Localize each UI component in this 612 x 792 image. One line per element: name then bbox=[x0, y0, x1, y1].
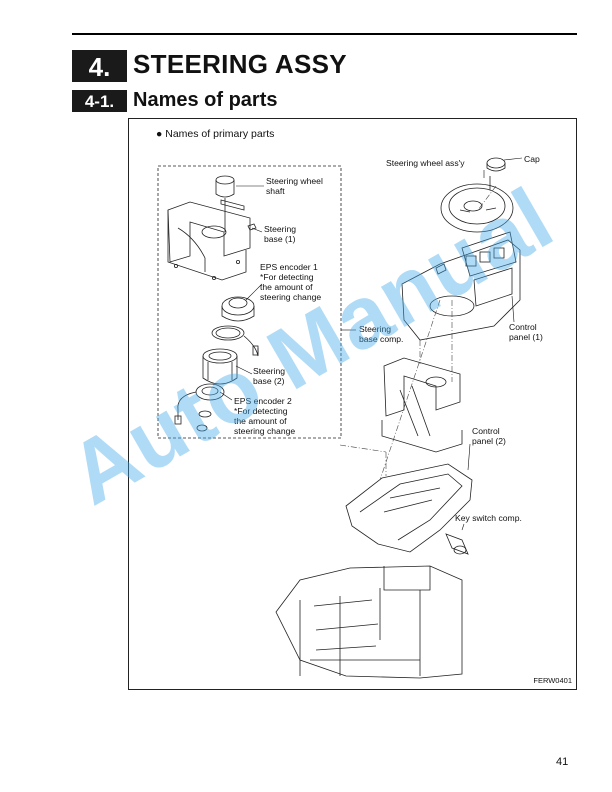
label-steering-base-2: Steering base (2) bbox=[253, 366, 286, 386]
top-rule bbox=[72, 33, 577, 35]
label-steering-base-comp: Steering base comp. bbox=[359, 324, 404, 344]
label-key-switch-comp: Key switch comp. bbox=[455, 513, 522, 523]
label-steering-base-1: Steering base (1) bbox=[264, 224, 297, 244]
cap-part bbox=[486, 157, 506, 190]
section-title: STEERING ASSY bbox=[133, 49, 347, 79]
page-number: 41 bbox=[556, 756, 569, 768]
label-cap: Cap bbox=[524, 154, 540, 164]
column-cover bbox=[401, 231, 521, 341]
key-switch bbox=[445, 533, 469, 555]
steering-base-comp bbox=[381, 357, 463, 453]
snap-ring bbox=[211, 325, 259, 357]
section-number: 4. bbox=[72, 50, 127, 82]
truck-frame bbox=[275, 565, 463, 679]
subsection-title: Names of parts bbox=[133, 89, 278, 111]
label-steering-wheel-assy: Steering wheel ass'y bbox=[386, 158, 465, 168]
label-eps-encoder-2: EPS encoder 2 *For detecting the amount … bbox=[234, 396, 296, 436]
steering-base-1 bbox=[167, 201, 257, 281]
figure-heading: ● Names of primary parts bbox=[156, 128, 275, 140]
figure-code: FERW0401 bbox=[533, 676, 572, 685]
figure-frame bbox=[128, 118, 577, 690]
eps-encoder-1 bbox=[221, 296, 255, 322]
eps-encoder-2 bbox=[174, 383, 225, 432]
steering-wheel-shaft bbox=[215, 175, 245, 232]
label-eps-encoder-1: EPS encoder 1 *For detecting the amount … bbox=[260, 262, 322, 302]
lower-cover bbox=[345, 463, 473, 553]
label-steering-wheel-shaft: Steering wheel shaft bbox=[266, 176, 323, 196]
subsection-number: 4-1. bbox=[72, 90, 127, 112]
steering-wheel bbox=[440, 183, 514, 233]
label-control-panel-1: Control panel (1) bbox=[509, 322, 543, 342]
steering-base-2 bbox=[202, 348, 238, 385]
steering-base-group-box bbox=[157, 165, 342, 439]
label-control-panel-2: Control panel (2) bbox=[472, 426, 506, 446]
